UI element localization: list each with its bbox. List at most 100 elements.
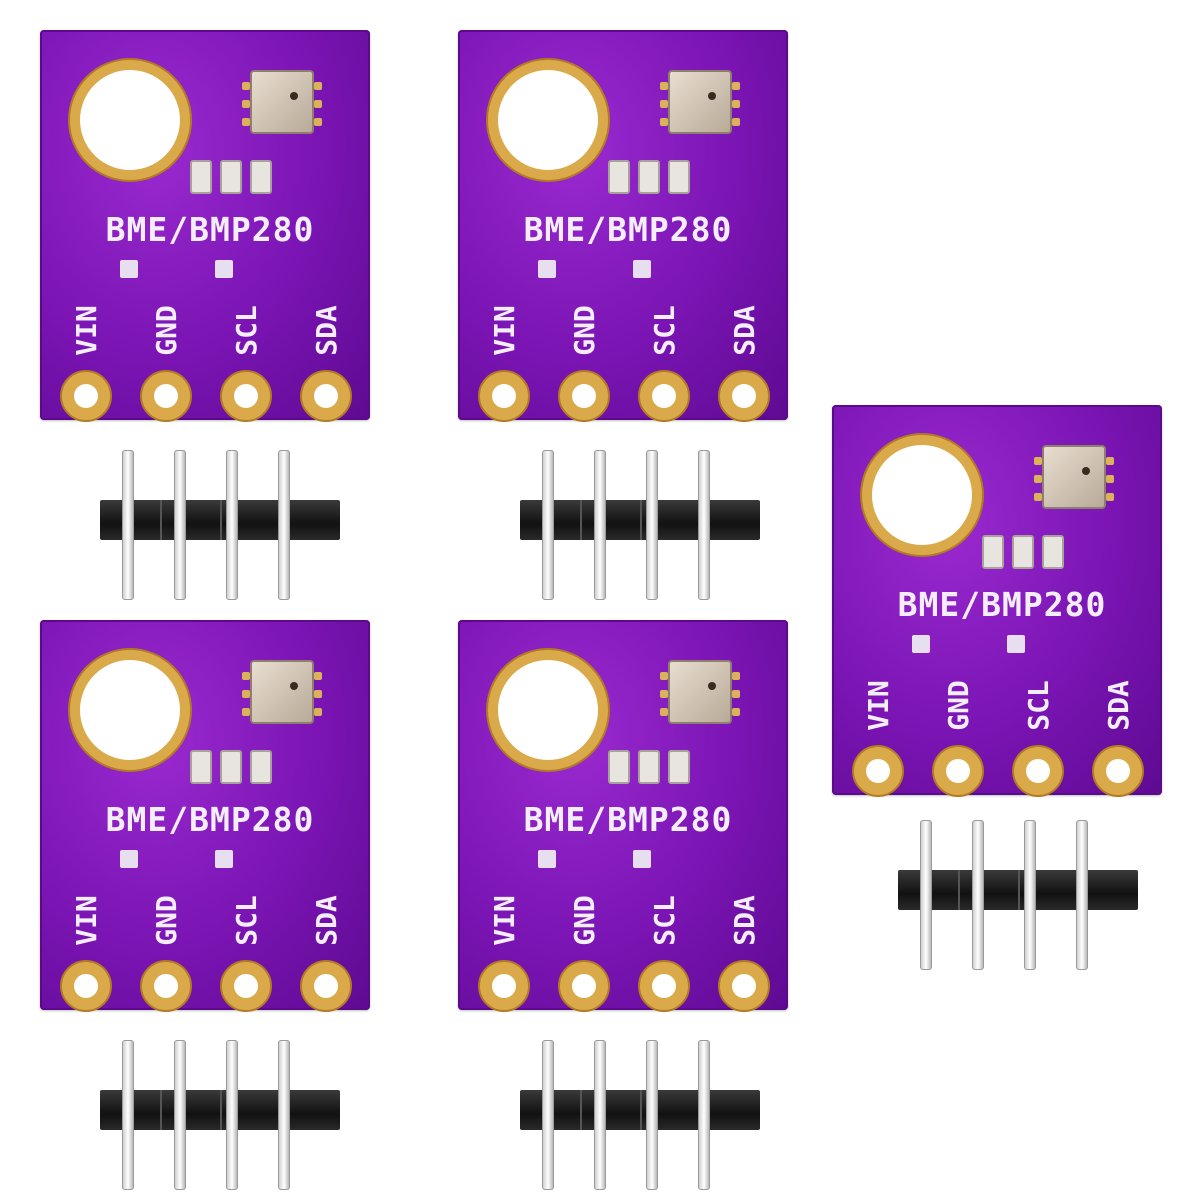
header-plastic — [898, 870, 1138, 910]
chip-pin — [242, 100, 250, 108]
pin-pad-scl — [220, 370, 272, 422]
pin-header — [520, 1040, 760, 1190]
chip-pin — [660, 690, 668, 698]
header-divider — [640, 1090, 642, 1130]
pin-label-text: SCL — [1021, 679, 1055, 731]
board-label: BME/BMP280 — [105, 210, 315, 249]
pin-label-text: SDA — [727, 304, 761, 356]
pin-label-gnd: GND — [549, 288, 619, 372]
mounting-hole — [70, 650, 190, 770]
header-plastic — [520, 1090, 760, 1130]
header-divider — [220, 500, 222, 540]
smd-component — [608, 750, 630, 784]
smd-component — [982, 535, 1004, 569]
chip-pin — [732, 100, 740, 108]
header-divider — [580, 1090, 582, 1130]
pin-header — [100, 1040, 340, 1190]
chip-pin — [660, 672, 668, 680]
jumper-pad — [633, 260, 651, 278]
smd-component — [190, 160, 212, 194]
pin-pad-gnd — [558, 370, 610, 422]
chip-pin — [732, 690, 740, 698]
pin-pad-vin — [60, 960, 112, 1012]
chip-pin — [660, 708, 668, 716]
pin-label-scl: SCL — [1003, 663, 1073, 747]
header-pin — [226, 450, 238, 600]
pin-header — [520, 450, 760, 600]
sensor-chip — [660, 70, 740, 134]
pin-pad-sda — [1092, 745, 1144, 797]
header-divider — [580, 500, 582, 540]
sensor-port-hole — [708, 682, 716, 690]
header-pin — [646, 1040, 658, 1190]
header-pin — [972, 820, 984, 970]
pin-label-text: SDA — [309, 304, 343, 356]
pin-label-vin: VIN — [51, 288, 121, 372]
chip-pin — [314, 118, 322, 126]
chip-pin — [732, 118, 740, 126]
pin-label-text: VIN — [487, 894, 521, 946]
pin-label-gnd: GND — [923, 663, 993, 747]
jumper-pad — [120, 850, 138, 868]
pin-pad-vin — [478, 960, 530, 1012]
pin-header — [898, 820, 1138, 970]
header-divider — [160, 500, 162, 540]
pin-label-text: GND — [941, 679, 975, 731]
smd-component — [668, 160, 690, 194]
header-pin — [278, 450, 290, 600]
jumper-pad — [538, 850, 556, 868]
chip-pin — [732, 82, 740, 90]
chip-pin — [242, 118, 250, 126]
header-pin — [174, 450, 186, 600]
chip-pin — [242, 708, 250, 716]
pin-pad-sda — [718, 960, 770, 1012]
pin-pad-scl — [638, 370, 690, 422]
pin-label-scl: SCL — [211, 878, 281, 962]
header-pin — [174, 1040, 186, 1190]
sensor-port-hole — [290, 682, 298, 690]
chip-pin — [314, 100, 322, 108]
mounting-hole — [488, 60, 608, 180]
pin-pad-gnd — [558, 960, 610, 1012]
sensor-chip — [242, 70, 322, 134]
header-pin — [226, 1040, 238, 1190]
chip-pin — [314, 82, 322, 90]
pin-label-text: GND — [567, 304, 601, 356]
jumper-pad — [1007, 635, 1025, 653]
mounting-hole — [862, 435, 982, 555]
pin-label-scl: SCL — [211, 288, 281, 372]
pin-label-text: VIN — [69, 304, 103, 356]
mounting-hole — [70, 60, 190, 180]
pin-pad-gnd — [932, 745, 984, 797]
pin-pad-gnd — [140, 960, 192, 1012]
header-pin — [920, 820, 932, 970]
pin-pad-sda — [718, 370, 770, 422]
pin-label-text: SCL — [647, 894, 681, 946]
chip-pin — [660, 100, 668, 108]
pin-label-sda: SDA — [291, 288, 361, 372]
header-pin — [542, 1040, 554, 1190]
header-plastic — [100, 500, 340, 540]
jumper-pad — [633, 850, 651, 868]
smd-component — [608, 160, 630, 194]
pin-label-sda: SDA — [709, 288, 779, 372]
chip-pin — [1106, 493, 1114, 501]
pin-label-text: SCL — [229, 304, 263, 356]
header-divider — [958, 870, 960, 910]
header-divider — [640, 500, 642, 540]
chip-pin — [660, 118, 668, 126]
pin-pad-sda — [300, 370, 352, 422]
pin-label-text: GND — [567, 894, 601, 946]
board-label: BME/BMP280 — [105, 800, 315, 839]
header-divider — [160, 1090, 162, 1130]
header-divider — [1018, 870, 1020, 910]
sensor-chip — [242, 660, 322, 724]
header-divider — [220, 1090, 222, 1130]
sensor-chip — [660, 660, 740, 724]
chip-pin — [242, 82, 250, 90]
pin-label-scl: SCL — [629, 878, 699, 962]
